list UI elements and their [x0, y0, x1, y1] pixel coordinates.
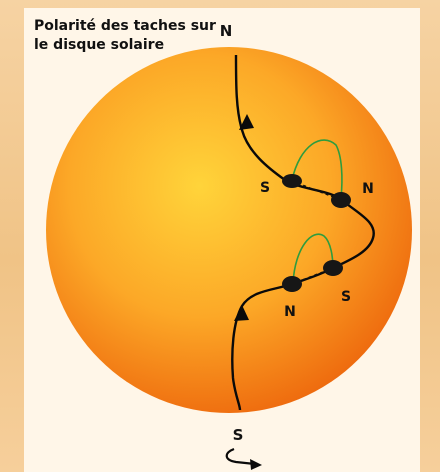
- sunspot-lower-left: [282, 276, 302, 292]
- lower-left-spot-label: N: [284, 304, 296, 320]
- upper-left-spot-label: S: [260, 180, 270, 196]
- lower-right-spot-label: S: [341, 289, 351, 305]
- rotation-arrowhead: [250, 459, 262, 470]
- north-pole-label: N: [220, 22, 233, 40]
- upper-right-spot-label: N: [362, 181, 374, 197]
- sun-disc: [46, 47, 412, 413]
- sunspot-upper-right: [331, 192, 351, 208]
- south-pole-label: S: [233, 426, 244, 444]
- sunspot-upper-left: [282, 174, 302, 188]
- sunspot-lower-right: [323, 260, 343, 276]
